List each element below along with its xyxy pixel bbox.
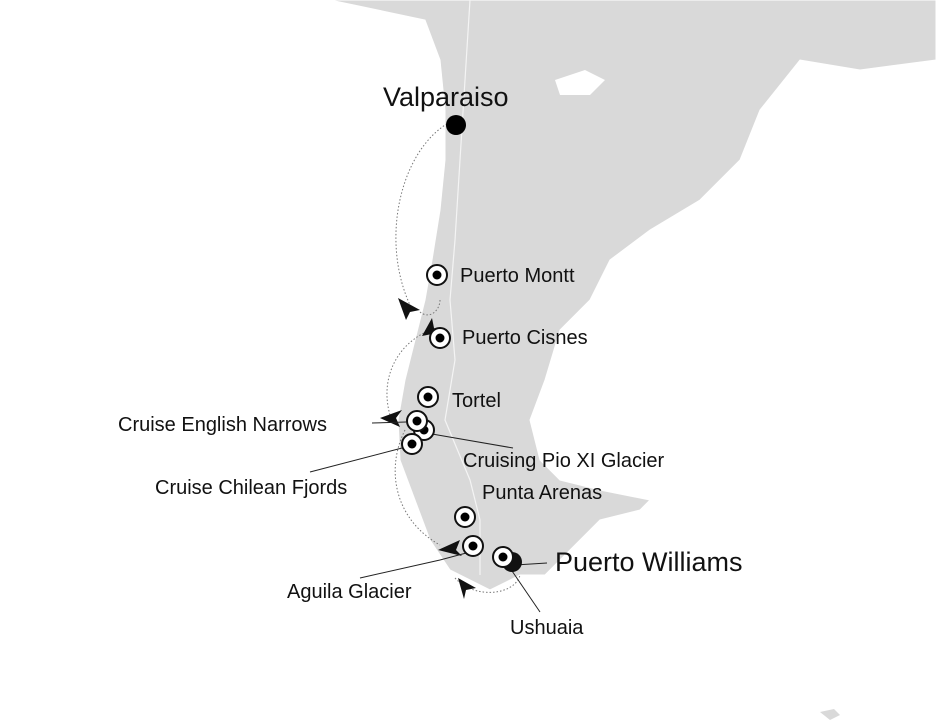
- port-label-puerto-cisnes: Puerto Cisnes: [462, 327, 588, 349]
- lake: [555, 70, 605, 95]
- port-label-chilean-fjords: Cruise Chilean Fjords: [155, 477, 348, 499]
- port-marker-tortel[interactable]: [417, 386, 439, 408]
- port-label-tortel: Tortel: [452, 390, 501, 412]
- port-label-puerto-williams: Puerto Williams: [555, 547, 743, 577]
- port-marker-puerto-cisnes[interactable]: [429, 327, 451, 349]
- port-marker-english-narrows[interactable]: [406, 410, 428, 432]
- port-label-english-narrows: Cruise English Narrows: [118, 414, 327, 436]
- port-label-pio-xi-glacier: Cruising Pio XI Glacier: [463, 450, 665, 472]
- route-line: [386, 121, 521, 593]
- port-label-puerto-montt: Puerto Montt: [460, 265, 575, 287]
- arrow-icon: [458, 578, 476, 599]
- leader-lines: [309, 421, 548, 613]
- island: [820, 709, 840, 720]
- port-marker-chilean-fjords[interactable]: [401, 433, 423, 455]
- port-marker-ushuaia[interactable]: [492, 546, 514, 568]
- port-marker-puerto-montt[interactable]: [426, 264, 448, 286]
- port-label-punta-arenas: Punta Arenas: [482, 482, 603, 504]
- port-marker-valparaiso[interactable]: [446, 115, 466, 135]
- arrow-icon: [438, 540, 462, 556]
- port-marker-punta-arenas[interactable]: [454, 506, 476, 528]
- port-marker-aguila-glacier[interactable]: [462, 535, 484, 557]
- port-label-aguila-glacier: Aguila Glacier: [287, 581, 412, 603]
- port-label-valparaiso: Valparaiso: [383, 82, 509, 112]
- port-label-ushuaia: Ushuaia: [510, 617, 584, 639]
- arrow-icon: [398, 298, 420, 320]
